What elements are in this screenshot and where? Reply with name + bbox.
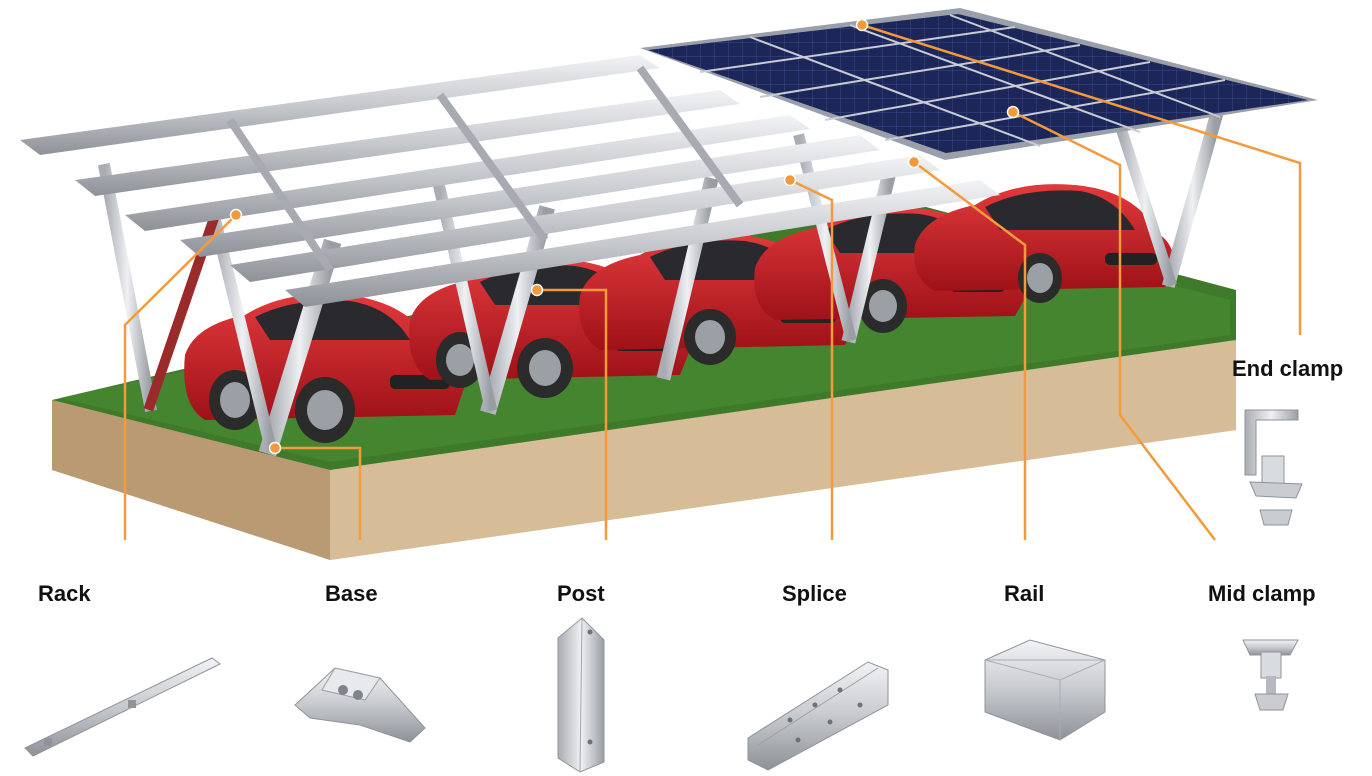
callout-lines [123, 23, 1302, 541]
rail-part-icon [984, 639, 1106, 741]
post-part-icon [557, 617, 605, 773]
label-splice: Splice [782, 581, 847, 606]
soil-right [330, 340, 1236, 560]
label-mid-clamp: Mid clamp [1208, 581, 1316, 606]
solar-panel-array [640, 8, 1318, 160]
soil-left [52, 400, 330, 560]
label-rack: Rack [38, 581, 91, 606]
label-rail: Rail [1004, 581, 1045, 606]
rack-part-icon [24, 657, 221, 757]
cars [184, 184, 1175, 443]
label-base: Base [325, 581, 378, 606]
callout-dots [229, 18, 1020, 455]
label-post: Post [557, 581, 605, 606]
label-end-clamp: End clamp [1232, 356, 1344, 381]
mid-clamp-part-icon [1242, 639, 1299, 711]
rails [20, 55, 1000, 307]
end-clamp-part-icon [1244, 409, 1303, 526]
base-part-icon [294, 667, 426, 743]
splice-part-icon [747, 661, 889, 771]
